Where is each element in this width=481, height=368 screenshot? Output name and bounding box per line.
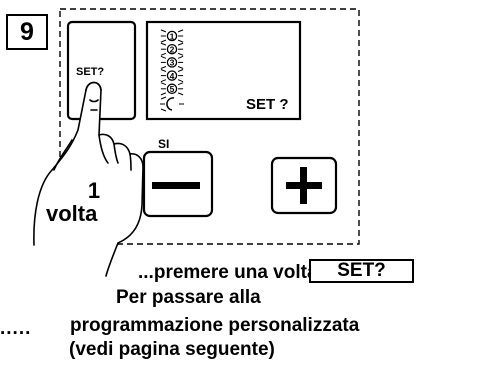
program-slot-number: 4 bbox=[170, 71, 175, 81]
instruction-line-1: ...premere una volta bbox=[138, 262, 318, 283]
device-panel-outline bbox=[59, 8, 360, 245]
set-button-label: SET? bbox=[76, 66, 105, 78]
sun-icon: 2 bbox=[160, 42, 184, 56]
program-slot-number: 3 bbox=[170, 58, 175, 68]
program-slot-number: 2 bbox=[170, 45, 175, 55]
si-label: SI bbox=[158, 137, 170, 151]
plus-icon bbox=[286, 167, 322, 204]
instruction-set-key: SET? bbox=[309, 259, 414, 283]
sun-icon: 4 bbox=[160, 69, 184, 83]
program-sun-column: 1 2 3 4 5 bbox=[160, 29, 184, 96]
program-slot-number: 1 bbox=[170, 31, 175, 41]
program-slot-number: 5 bbox=[170, 84, 175, 94]
sun-icon: 1 bbox=[160, 29, 184, 43]
instruction-line-3: programmazione personalizzata bbox=[70, 315, 360, 336]
instruction-dots: ..... bbox=[0, 318, 32, 339]
hand-icon bbox=[33, 81, 144, 277]
step-number: 9 bbox=[6, 14, 48, 50]
minus-icon bbox=[152, 182, 200, 189]
press-count: 1 bbox=[87, 178, 101, 203]
instruction-line-2: Per passare alla bbox=[116, 287, 261, 308]
instruction-line-4: (vedi pagina seguente) bbox=[69, 339, 275, 360]
sun-icon: 3 bbox=[160, 55, 184, 69]
moon-icon bbox=[160, 96, 184, 112]
sun-icon: 5 bbox=[160, 82, 184, 96]
press-count-word: volta bbox=[46, 201, 98, 226]
display-set-text: SET ? bbox=[246, 96, 289, 113]
